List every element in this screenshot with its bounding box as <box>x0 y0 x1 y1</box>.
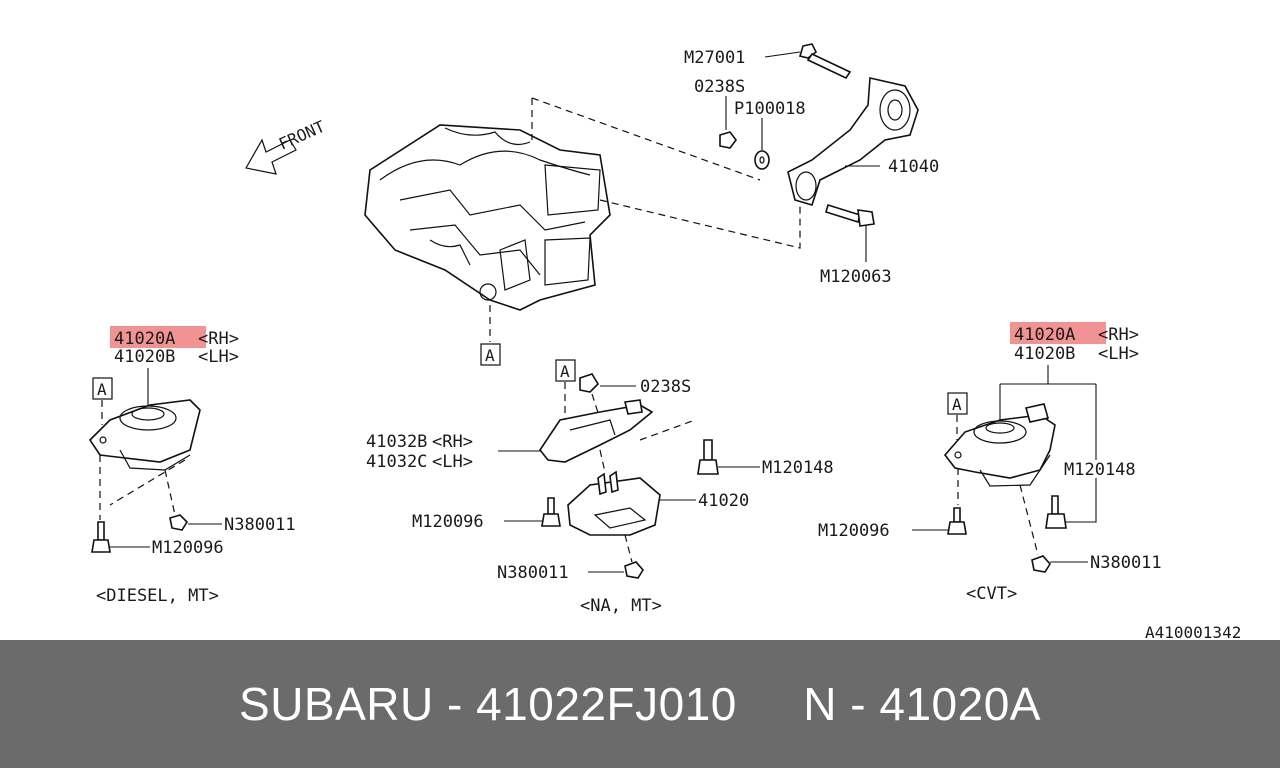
nut-0238s-center-icon <box>579 373 600 393</box>
label-41040: 41040 <box>888 157 939 177</box>
label-right-m120148: M120148 <box>1064 460 1136 480</box>
label-left-m120096: M120096 <box>152 538 224 558</box>
footer-bar: SUBARU - 41022FJ010 N - 41020A <box>0 640 1280 768</box>
engine-illustration <box>364 124 611 311</box>
label-center-41020: 41020 <box>698 491 749 511</box>
label-center-m120148: M120148 <box>762 458 834 478</box>
label-left-41020a: 41020A <box>114 329 175 349</box>
label-center-m120096: M120096 <box>412 512 484 532</box>
label-0238s-top: 0238S <box>694 77 745 97</box>
engine-mount-right-icon <box>943 403 1056 487</box>
label-41032b-rh: <RH> <box>432 432 473 452</box>
variant-na-mt: <NA, MT> <box>580 596 662 616</box>
label-right-41020b: 41020B <box>1014 344 1075 364</box>
variant-cvt: <CVT> <box>966 584 1017 604</box>
label-center-n380011: N380011 <box>497 563 569 583</box>
ref-marker-center: A <box>560 362 570 381</box>
label-right-lh: <LH> <box>1098 344 1139 364</box>
label-41032c-lh: <LH> <box>432 452 473 472</box>
label-left-41020b: 41020B <box>114 347 175 367</box>
diagram-code: A410001342 <box>1145 623 1241 640</box>
bolt-m120096-left-icon <box>91 521 111 553</box>
label-m27001: M27001 <box>684 48 745 68</box>
ref-marker-left: A <box>97 380 107 399</box>
parts-diagram: FRONT A M27001 41040 0238S <box>88 43 1241 640</box>
label-right-n380011: N380011 <box>1090 553 1162 573</box>
label-right-41020a: 41020A <box>1014 325 1075 345</box>
ref-marker-engine: A <box>485 346 495 365</box>
label-right-m120096: M120096 <box>818 521 890 541</box>
label-right-rh: <RH> <box>1098 325 1139 345</box>
nut-n380011-left-icon <box>169 514 189 531</box>
bolt-m27001-icon <box>798 43 852 80</box>
nut-n380011-right-icon <box>1031 555 1051 573</box>
nut-n380011-center-icon <box>624 561 644 579</box>
highlight-left <box>110 326 206 348</box>
front-arrow-icon <box>245 138 297 175</box>
bolt-m120063-icon <box>825 203 875 227</box>
torque-rod-icon <box>787 77 919 206</box>
label-m120063: M120063 <box>820 267 892 287</box>
bolt-m120096-right-icon <box>947 507 967 535</box>
bracket-center-icon <box>539 399 654 463</box>
ref-box <box>480 343 501 366</box>
engine-mount-center-icon <box>567 470 661 536</box>
label-left-rh: <RH> <box>198 329 239 349</box>
bolt-m120148-center-icon <box>697 439 719 475</box>
engine-mount-left-icon <box>88 399 201 471</box>
front-label: FRONT <box>276 117 328 154</box>
washer-p100018-icon <box>754 150 770 170</box>
label-left-lh: <LH> <box>198 347 239 367</box>
part-number-caption: SUBARU - 41022FJ010 N - 41020A <box>239 678 1041 730</box>
label-41032b: 41032B <box>366 432 427 452</box>
label-left-n380011: N380011 <box>224 515 296 535</box>
label-41032c: 41032C <box>366 452 427 472</box>
bolt-m120096-center-icon <box>541 497 561 527</box>
nut-0238s-icon <box>719 131 737 149</box>
variant-diesel-mt: <DIESEL, MT> <box>96 586 219 606</box>
label-p100018: P100018 <box>734 99 806 119</box>
bolt-m120148-right-icon <box>1045 495 1067 529</box>
ref-marker-right: A <box>952 395 962 414</box>
highlight-right <box>1010 322 1106 344</box>
label-center-0238s: 0238S <box>640 377 691 397</box>
